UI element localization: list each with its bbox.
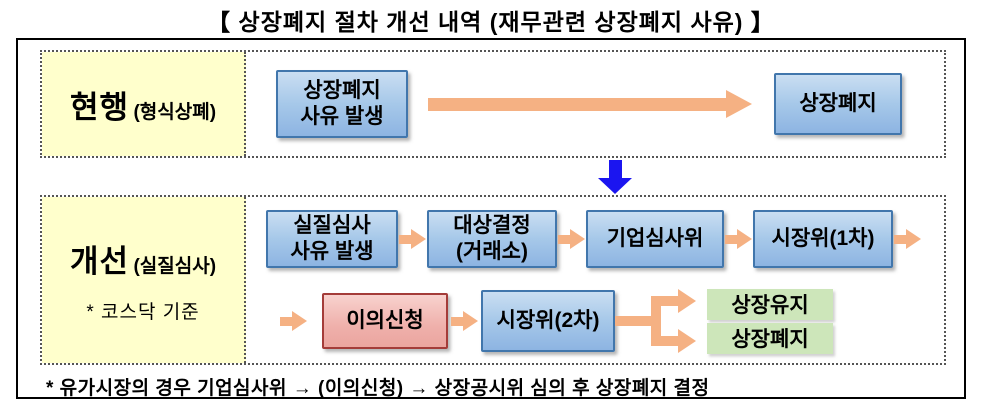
fork-vertical-bar bbox=[651, 296, 661, 346]
improved-row-label-cell: 개선 (실질심사) * 코스닥 기준 bbox=[42, 197, 246, 363]
outcome-box-maintain: 상장유지 bbox=[707, 288, 833, 320]
improved-row-label: 개선 (실질심사) bbox=[70, 236, 216, 281]
current-flow: 상장폐지 사유 발생 상장폐지 bbox=[246, 52, 944, 156]
right-arrow-icon bbox=[399, 229, 426, 249]
right-arrow-icon bbox=[558, 229, 585, 249]
right-arrow-icon bbox=[894, 229, 921, 249]
stage2-box-objection: 이의신청 bbox=[322, 293, 448, 349]
fork-arm-bottom bbox=[661, 336, 678, 346]
improved-flow: 실질심사 사유 발생 대상결정 (거래소) 기업심사위 시장위(1차) 이의신청… bbox=[246, 197, 944, 363]
improved-process-row: 개선 (실질심사) * 코스닥 기준 실질심사 사유 발생 대상결정 (거래소)… bbox=[40, 195, 946, 365]
down-arrow-icon bbox=[598, 160, 632, 194]
right-arrow-icon bbox=[451, 311, 478, 331]
right-arrow-icon bbox=[280, 311, 307, 331]
page-title: 【 상장폐지 절차 개선 내역 (재무관련 상장폐지 사유) 】 bbox=[207, 9, 775, 35]
arrow-head bbox=[726, 90, 752, 118]
stage1-box-committee: 기업심사위 bbox=[586, 210, 724, 268]
fork-arrowhead-top bbox=[678, 289, 696, 313]
current-process-row: 현행 (형식상폐) 상장폐지 사유 발생 상장폐지 bbox=[40, 50, 946, 158]
current-label-sub-text: (형식상폐) bbox=[133, 101, 217, 123]
right-arrow-icon bbox=[725, 229, 752, 249]
improved-flow-stage1: 실질심사 사유 발생 대상결정 (거래소) 기업심사위 시장위(1차) bbox=[266, 210, 922, 268]
fork-arm-top bbox=[661, 296, 678, 306]
footnote: * 유가시장의 경우 기업심사위 → (이의신청) → 상장공시위 심의 후 상… bbox=[46, 378, 710, 399]
stage1-box-market1: 시장위(1차) bbox=[753, 210, 893, 268]
stage2-box-market2: 시장위(2차) bbox=[481, 290, 615, 352]
improved-label-main: 개선 bbox=[69, 244, 129, 279]
diagram-frame: 현행 (형식상폐) 상장폐지 사유 발생 상장폐지 개선 (실질심사) * 코스… bbox=[16, 38, 966, 399]
arrow-shaft bbox=[428, 97, 726, 111]
improved-label-sub-text: (실질심사) bbox=[133, 256, 217, 277]
improved-flow-stage2: 이의신청 시장위(2차) 상장유지 상장폐지 bbox=[280, 288, 833, 354]
down-arrow-head bbox=[598, 178, 632, 194]
right-arrow-icon bbox=[428, 90, 752, 118]
stage1-box-trigger: 실질심사 사유 발생 bbox=[266, 210, 398, 268]
outcome-box-delist: 상장폐지 bbox=[707, 322, 833, 354]
fork-arrow-icon bbox=[615, 288, 707, 354]
improved-label-note: * 코스닥 기준 bbox=[86, 302, 200, 323]
fork-arrowhead-bottom bbox=[678, 329, 696, 353]
current-label-main: 현행 bbox=[69, 89, 129, 125]
current-start-box: 상장폐지 사유 발생 bbox=[276, 70, 408, 138]
current-row-label: 현행 (형식상폐) bbox=[70, 82, 216, 127]
stage1-box-decision: 대상결정 (거래소) bbox=[427, 210, 557, 268]
outcome-boxes: 상장유지 상장폐지 bbox=[707, 288, 833, 354]
fork-stem bbox=[615, 316, 651, 326]
current-end-box: 상장폐지 bbox=[774, 73, 902, 135]
current-row-label-cell: 현행 (형식상폐) bbox=[42, 52, 246, 156]
down-arrow-shaft bbox=[608, 160, 622, 178]
